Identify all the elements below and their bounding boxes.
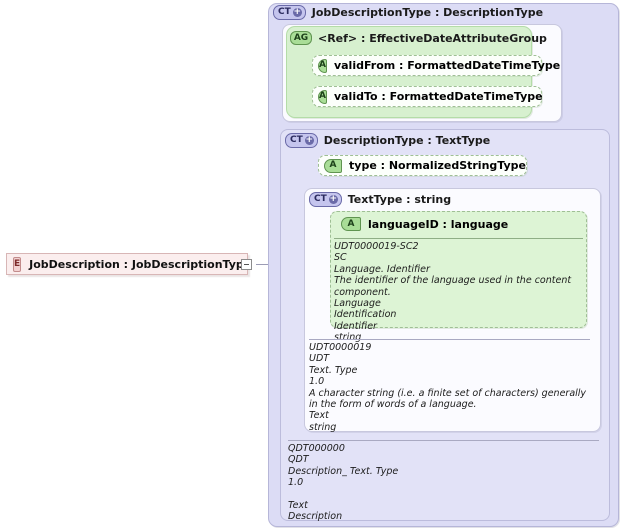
attribute-badge-icon[interactable]: A bbox=[318, 89, 327, 104]
attribute-badge-icon[interactable]: A bbox=[341, 217, 361, 231]
element-label-jobdescription: JobDescription : JobDescriptionType bbox=[29, 257, 252, 271]
attribute-group-badge-icon[interactable]: AG bbox=[290, 31, 312, 45]
doc-separator-rule bbox=[288, 440, 599, 441]
complex-type-label: JobDescriptionType : DescriptionType bbox=[311, 6, 544, 19]
documentation-texttype: UDT0000019 UDT Text. Type 1.0 A characte… bbox=[309, 342, 587, 433]
expander-plus-icon[interactable]: + bbox=[292, 7, 302, 17]
attribute-group-label: <Ref> : EffectiveDateAttributeGroup bbox=[318, 31, 547, 45]
attribute-badge-icon[interactable]: A bbox=[318, 58, 327, 73]
attribute-group-title: AG <Ref> : EffectiveDateAttributeGroup bbox=[290, 31, 547, 45]
complex-type-badge-icon[interactable]: CT+ bbox=[273, 5, 306, 20]
attribute-badge-icon[interactable]: A bbox=[324, 158, 343, 173]
attribute-row-validto[interactable]: A validTo : FormattedDateTimeType bbox=[312, 86, 543, 107]
ct-badge-label: CT bbox=[278, 7, 291, 17]
documentation-languageid: UDT0000019-SC2 SC Language. Identifier T… bbox=[334, 241, 572, 344]
attribute-doc-panel-languageid bbox=[330, 211, 587, 328]
attribute-label-validfrom: validFrom : FormattedDateTimeType bbox=[333, 59, 561, 72]
element-badge-icon[interactable]: E bbox=[13, 256, 22, 272]
attribute-label-validto: validTo : FormattedDateTimeType bbox=[333, 90, 543, 103]
ct-badge-label: CT bbox=[290, 135, 303, 145]
complex-type-badge-icon[interactable]: CT+ bbox=[285, 133, 318, 148]
ct-badge-label: CT bbox=[314, 194, 327, 204]
attribute-label-type: type : NormalizedStringType bbox=[349, 159, 526, 172]
complex-type-label: TextType : string bbox=[347, 193, 452, 206]
complex-type-badge-icon[interactable]: CT+ bbox=[309, 192, 342, 207]
documentation-descriptiontype: QDT000000 QDT Description_ Text. Type 1.… bbox=[288, 443, 399, 523]
attribute-row-languageid[interactable]: A languageID : language bbox=[336, 214, 536, 234]
expander-plus-icon[interactable]: + bbox=[304, 135, 314, 145]
attribute-row-validfrom[interactable]: A validFrom : FormattedDateTimeType bbox=[312, 55, 560, 76]
element-box-jobdescription[interactable]: E JobDescription : JobDescriptionType bbox=[6, 253, 252, 275]
complex-type-label: DescriptionType : TextType bbox=[323, 134, 491, 147]
complex-type-title-texttype: CT+ TextType : string bbox=[309, 192, 451, 207]
doc-separator-rule bbox=[334, 238, 583, 239]
complex-type-title-descriptiontype: CT+ DescriptionType : TextType bbox=[285, 133, 490, 148]
complex-type-title-jobdescriptiontype: CT+ JobDescriptionType : DescriptionType bbox=[273, 5, 543, 20]
attribute-row-type[interactable]: A type : NormalizedStringType bbox=[318, 155, 527, 176]
expander-plus-icon[interactable]: + bbox=[328, 194, 338, 204]
element-collapse-toggle[interactable] bbox=[241, 259, 252, 270]
attribute-label-languageid: languageID : language bbox=[368, 217, 509, 231]
doc-separator-rule bbox=[309, 339, 590, 340]
